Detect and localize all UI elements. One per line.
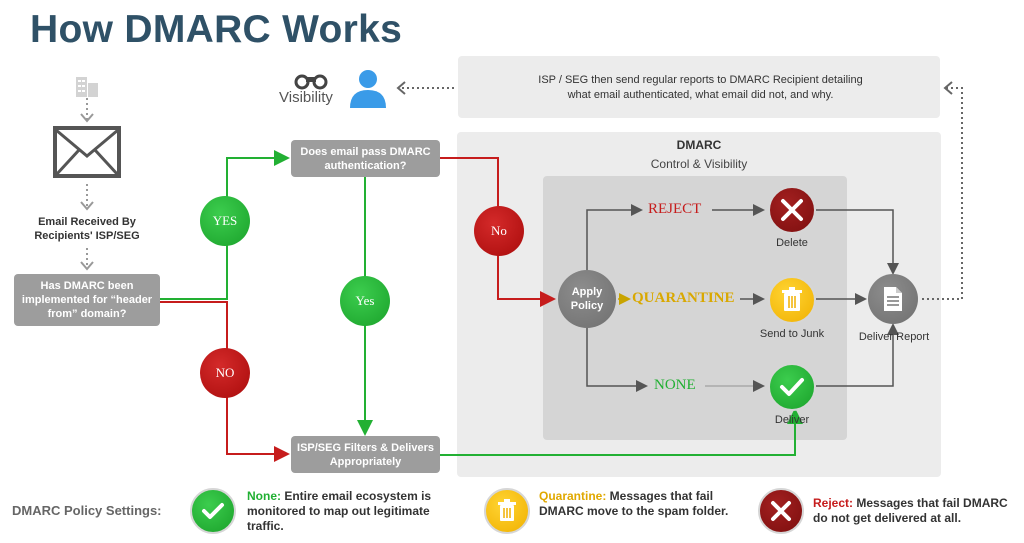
dotted-arrowhead [80,201,94,211]
delete-to-report [816,209,899,275]
check-icon [780,378,804,396]
apply-policy-node: Apply Policy [558,270,616,328]
report-dotted-arrowhead [943,81,953,95]
pass-no-circle: No [474,206,524,256]
pass-yes-circle: Yes [340,276,390,326]
reject-branch [586,204,643,270]
deliver-node [768,363,816,411]
email-received-label: Email Received By Recipients' ISP/SEG [34,216,140,242]
dmarc-panel-title: DMARC [676,138,722,152]
legend-quarantine-label: Quarantine: [539,489,607,503]
legend-quarantine-icon [484,488,530,534]
legend-none-label: None: [247,489,281,503]
none-label: NONE [654,377,696,393]
yes-label: YES [212,213,238,228]
junk-node [768,276,816,324]
trash-icon [782,287,802,311]
dotted-arrowhead [80,261,94,271]
apply-policy-label: Apply Policy [570,286,604,312]
has-dmarc-box: Has DMARC been implemented for “header f… [14,274,160,326]
delete-node [768,186,816,234]
quarantine-label: QUARANTINE [632,290,735,306]
junk-label: Send to Junk [759,328,825,340]
binoculars-icon [294,72,328,90]
dmarc-panel-subtitle: Control & Visibility [650,157,748,171]
isp-filters-box: ISP/SEG Filters & Delivers Appropriately [291,436,440,473]
report-dotted-loop [922,87,963,300]
no-circle: NO [200,348,250,398]
legend-none: None: Entire email ecosystem is monitore… [247,489,447,534]
legend-reject-label: Reject: [813,496,854,510]
visibility-dotted-arrowhead [396,81,406,95]
does-pass-box: Does email pass DMARC authentication? [291,140,440,177]
check-icon [202,503,224,519]
deliver-report-label: Deliver Report [858,331,930,343]
legend-reject-text: Messages that fail DMARC do not get deli… [813,496,1008,525]
yes-circle: YES [200,196,250,246]
legend-reject: Reject: Messages that fail DMARC do not … [813,496,1013,526]
legend-reject-icon [758,488,804,534]
legend-none-text: Entire email ecosystem is monitored to m… [247,489,432,533]
page-title: How DMARC Works [30,8,403,51]
x-icon [781,199,803,221]
none-branch [586,328,648,392]
legend-none-icon [190,488,236,534]
delete-label: Delete [776,237,808,249]
deliver-label: Deliver [774,414,810,426]
filters-to-deliver-arrow [440,408,803,456]
user-icon [348,68,388,108]
pass-yes-label: Yes [355,293,375,308]
server-icon [75,76,99,98]
deliver-report-node [868,274,918,324]
legend-title: DMARC Policy Settings: [12,503,162,518]
x-icon [771,501,791,521]
legend-quarantine: Quarantine: Messages that fail DMARC mov… [539,489,729,519]
trash-icon [498,499,516,521]
pass-no-label: No [491,223,507,238]
no-label: NO [215,365,235,380]
deliver-to-report [816,323,899,387]
report-note: ISP / SEG then send regular reports to D… [538,74,863,101]
visibility-label: Visibility [279,89,333,106]
report-note-panel [458,56,940,118]
legend-quarantine-text: Messages that fail DMARC move to the spa… [539,489,729,518]
document-icon [884,287,902,311]
dotted-arrowhead [80,113,94,123]
reject-label: REJECT [648,201,702,217]
envelope-icon [53,126,121,178]
